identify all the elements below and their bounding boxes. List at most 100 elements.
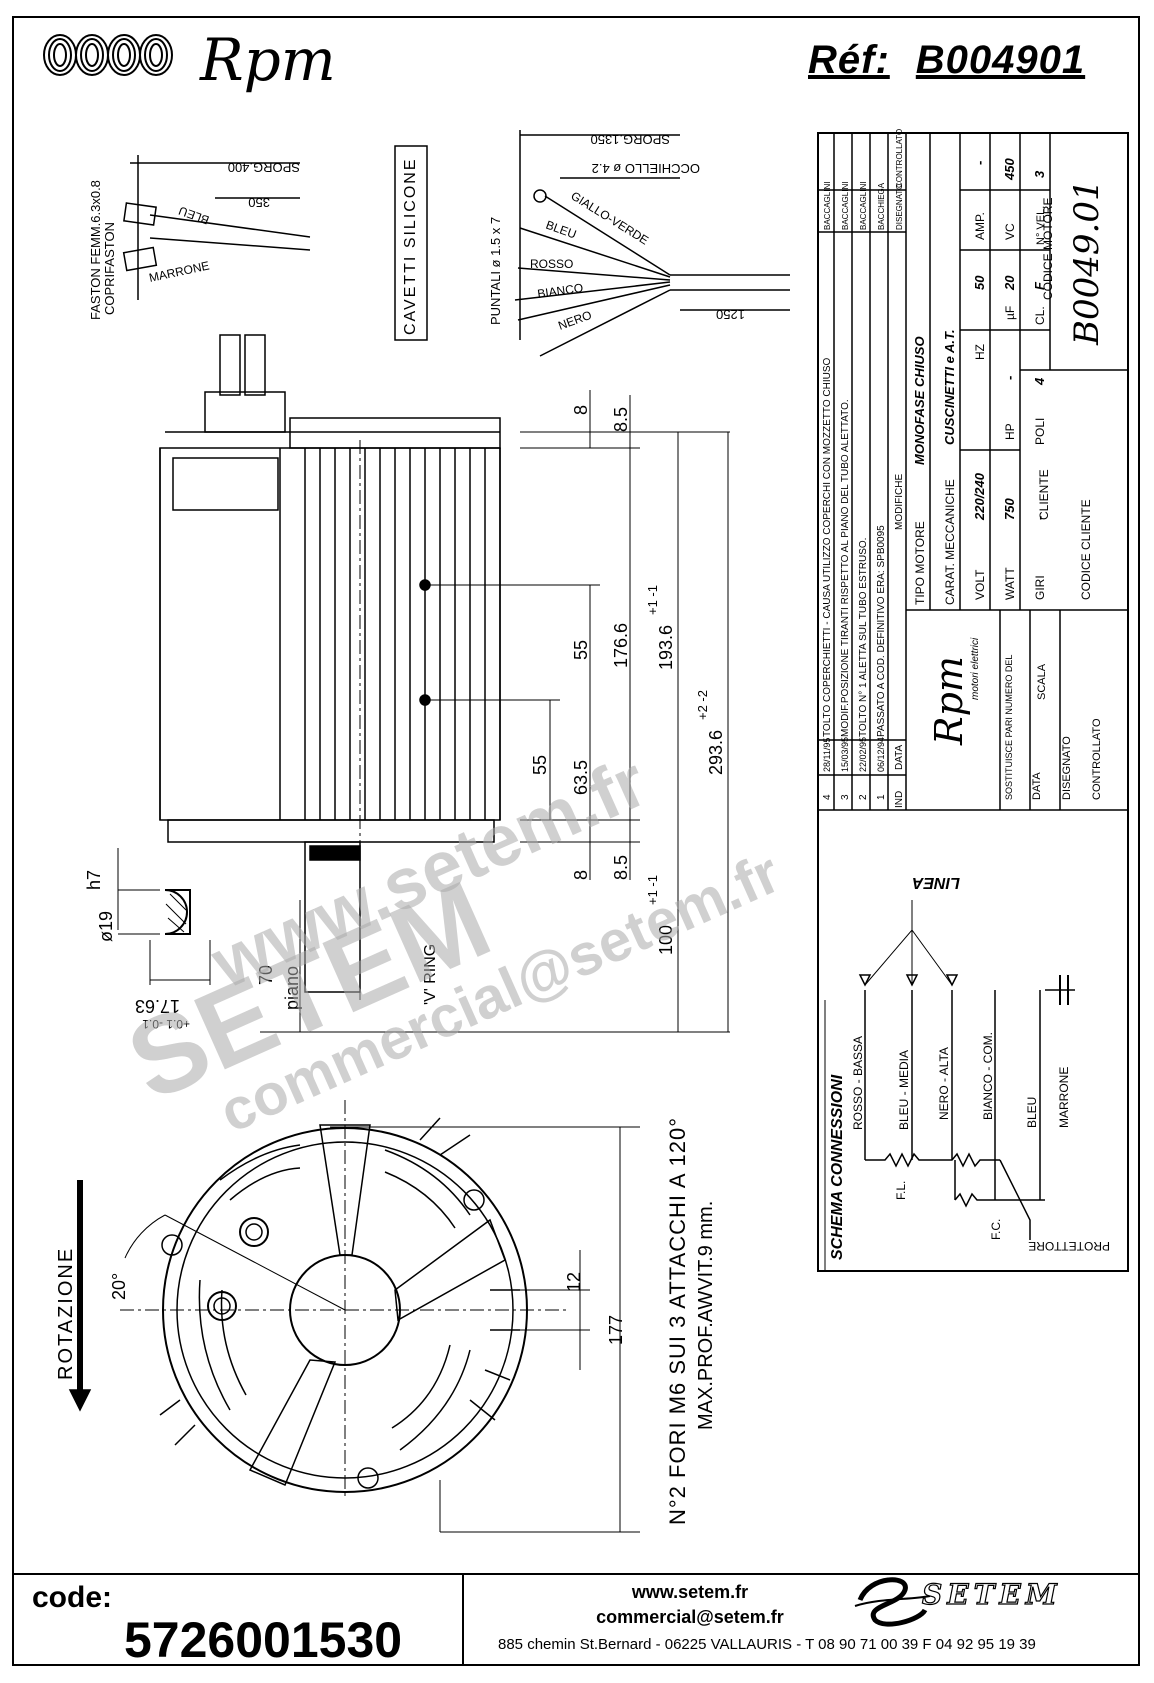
- dim-100: 100: [656, 925, 676, 955]
- schema-title: SCHEMA CONNESSIONI: [829, 1074, 846, 1260]
- flat-text: 17.63: [135, 996, 180, 1016]
- rev-row-by: BACCAGLINI: [823, 182, 832, 230]
- poli-label: POLI: [1033, 418, 1047, 445]
- schema-wire-rosso: ROSSO - BASSA: [851, 1036, 865, 1130]
- uf-label: µF: [1003, 306, 1017, 320]
- coprifaston-text: COPRIFASTON: [102, 222, 117, 315]
- schema-protettore: PROTETTORE: [1028, 1239, 1110, 1253]
- code-value: 5726001530: [124, 1612, 403, 1668]
- bleu-text: BLEU: [177, 203, 211, 227]
- dim-2936-tol: +2 -2: [695, 690, 710, 720]
- dim-1766: 176.6: [611, 623, 631, 668]
- volt-label: VOLT: [973, 569, 987, 600]
- coil-logo-icon: [43, 34, 173, 76]
- rev-header-ind: IND: [894, 791, 905, 808]
- code-label: code:: [32, 1581, 113, 1614]
- tipo-label: TIPO MOTORE: [913, 521, 927, 605]
- cavetti-text: CAVETTI SILICONE: [402, 157, 419, 335]
- dim-1936: 193.6: [656, 625, 676, 670]
- contact-block: www.setem.fr commercial@setem.fr: [520, 1580, 860, 1630]
- rev-row-by: BACCAGLINI: [859, 182, 868, 230]
- rotazione-text: ROTAZIONE: [55, 1247, 77, 1380]
- tb-brand: Rpm: [927, 656, 971, 746]
- rosso-text: ROSSO: [530, 257, 573, 271]
- rev-row-ind: 3: [840, 794, 851, 800]
- website-link[interactable]: www.setem.fr: [631, 1582, 749, 1602]
- address-text: 885 chemin St.Bernard - 06225 VALLAURIS …: [498, 1636, 1036, 1653]
- setem-swoosh-icon: [854, 1577, 931, 1627]
- h7-text: h7: [84, 870, 104, 890]
- dim-55-b: 55: [530, 755, 550, 775]
- rev-row-date: 15/03/95: [840, 737, 850, 772]
- cl-label: CL.: [1033, 306, 1047, 325]
- sporg-1350-text: SPORG.1350: [591, 132, 671, 147]
- schema-fl: F.L.: [894, 1181, 908, 1200]
- dim-177: 177: [606, 1315, 626, 1345]
- rev-row-ind: 1: [876, 794, 887, 800]
- carat-value: CUSCINETTI e A.T.: [942, 329, 957, 445]
- rev-row-text: TOLTO COPERCHIETTI - CAUSA UTILIZZO COPE…: [822, 357, 833, 737]
- dim-70: 70: [256, 965, 276, 985]
- hz-value: 50: [972, 275, 987, 290]
- vel-value: 3: [1032, 170, 1047, 178]
- nero-text: NERO: [556, 308, 593, 333]
- rev-header-data: DATA: [894, 744, 905, 770]
- max-prof-text: MAX.PROF.AWVIT.9 mm.: [695, 1201, 717, 1430]
- giri-value: -: [1032, 516, 1047, 520]
- rev-header-disegnato: DISEGNATO: [895, 184, 904, 230]
- tipo-value: MONOFASE CHIUSO: [912, 336, 927, 465]
- amp-value: -: [972, 161, 987, 165]
- dim-8-bot: 8: [571, 870, 591, 880]
- setem-brand: SETEM: [921, 1577, 1062, 1611]
- schema-wire-nero: NERO - ALTA: [937, 1047, 951, 1120]
- shaft-dia-text: ø19: [96, 911, 116, 942]
- dim-55-a: 55: [571, 640, 591, 660]
- rev-row-by: BACCAGLINI: [841, 182, 850, 230]
- rev-header-modifiche: MODIFICHE: [894, 474, 905, 530]
- email-link[interactable]: commercial@setem.fr: [596, 1607, 784, 1627]
- faston-text: FASTON FEMM.6.3x0.8: [88, 180, 103, 320]
- dim-1936-tol: +1 -1: [645, 585, 660, 615]
- carat-label: CARAT. MECCANICHE: [943, 479, 957, 605]
- codice-motore-value: B0049.01: [1067, 179, 1107, 346]
- linea-text: LINEA: [912, 874, 960, 891]
- rev-row-date: 28/11/95: [822, 738, 832, 772]
- cl-value: F: [1032, 281, 1047, 290]
- codice-cliente-label: CODICE CLIENTE: [1079, 499, 1093, 600]
- vc-value: 450: [1002, 158, 1017, 181]
- marrone-text: MARRONE: [148, 258, 211, 284]
- dim-12: 12: [564, 1272, 584, 1292]
- schema-bleu: BLEU: [1025, 1097, 1039, 1128]
- rev-row-text: MODIF.POSIZIONE TIRANTI RISPETTO AL PIAN…: [840, 399, 851, 737]
- footer-divider: [12, 1573, 1140, 1575]
- dim-20deg: 20°: [109, 1273, 129, 1300]
- sporg-400-text: SPORG.400: [228, 160, 300, 175]
- rev-row-date: 22/02/95: [858, 737, 868, 772]
- giri-label: GIRI: [1033, 575, 1047, 600]
- reference: Réf:B004901: [808, 38, 1085, 83]
- uf-value: 20: [1002, 275, 1017, 291]
- rev-header-controllato: CONTROLLATO: [895, 129, 904, 188]
- piano-text: piano: [282, 966, 302, 1010]
- rev-row-by: BACCHIEGA: [877, 182, 886, 230]
- rev-row-text: PASSATO A COD. DEFINITIVO ERA: SPB0095: [876, 525, 887, 737]
- vel-label: N° VEL.: [1035, 206, 1047, 245]
- hp-value: -: [1002, 376, 1017, 380]
- dim-100-tol: +1 -1: [645, 875, 660, 905]
- fori-text: N°2 FORI M6 SUI 3 ATTACCHI A 120°: [665, 1117, 690, 1525]
- rev-row-ind: 4: [822, 794, 833, 800]
- amp-label: AMP.: [973, 212, 987, 240]
- schema-fc: F.C.: [989, 1219, 1003, 1240]
- schema-wire-bianco: BIANCO - COM.: [981, 1032, 995, 1120]
- rev-row-date: 06/12/94: [876, 737, 886, 772]
- dim-85-bot: 8.5: [611, 855, 631, 880]
- vc-label: VC: [1003, 223, 1017, 240]
- tb-scala: SCALA: [1036, 663, 1048, 700]
- rev-row-ind: 2: [858, 794, 869, 800]
- poli-value: 4: [1032, 377, 1047, 386]
- cliente-label: CLIENTE: [1037, 469, 1051, 520]
- hz-label: HZ: [973, 344, 987, 360]
- drawing-frame: [12, 16, 1140, 1666]
- tb-data: DATA: [1031, 772, 1043, 800]
